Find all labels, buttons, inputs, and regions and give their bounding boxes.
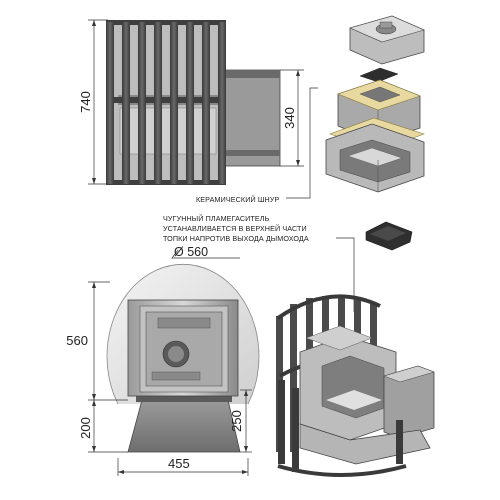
stove-firebox bbox=[119, 107, 217, 155]
diameter-label: Ø 560 bbox=[174, 245, 208, 259]
dim-340: 340 bbox=[280, 69, 304, 167]
dim-250-label: 250 bbox=[229, 410, 244, 432]
flame-arrester-top bbox=[370, 226, 406, 241]
flame-arrester-note: ЧУГУННЫЙ ПЛАМЕГАСИТЕЛЬ УСТАНАВЛИВАЕТСЯ В… bbox=[163, 214, 413, 312]
lower-section bbox=[325, 123, 425, 193]
top-lid bbox=[349, 15, 425, 65]
dim-740-label: 740 bbox=[78, 91, 93, 113]
door-window-inner bbox=[168, 346, 184, 362]
base-top-plate bbox=[136, 394, 232, 402]
front-view: Ø 560 560 200 250 bbox=[66, 245, 260, 476]
dim-200: 200 bbox=[78, 400, 128, 453]
dim-455-label: 455 bbox=[168, 456, 190, 471]
ceramic-cord-label: КЕРАМИЧЕСКИЙ ШНУР bbox=[196, 195, 279, 204]
cutaway-bottom-ring bbox=[277, 464, 407, 477]
bottom-ring bbox=[106, 180, 226, 185]
flame-note-line3: ТОПКИ НАПРОТИВ ВЫХОДА ДЫМОХОДА bbox=[163, 234, 309, 243]
outlet-box-top bbox=[224, 70, 280, 78]
cutaway-top-ring bbox=[276, 294, 381, 320]
dim-200-label: 200 bbox=[78, 417, 93, 439]
flame-note-line1: ЧУГУННЫЙ ПЛАМЕГАСИТЕЛЬ bbox=[163, 214, 270, 223]
dim-740: 740 bbox=[78, 19, 108, 185]
cord-leader bbox=[286, 87, 318, 199]
dim-250: 250 bbox=[229, 389, 252, 453]
flame-leader bbox=[336, 237, 355, 312]
cutaway-outlet-top bbox=[383, 365, 435, 383]
dim-560: 560 bbox=[66, 281, 128, 401]
dim-340-label: 340 bbox=[282, 107, 297, 129]
small-plate bbox=[359, 67, 399, 83]
grill-bars bbox=[106, 22, 226, 184]
cutaway-top-lid bbox=[305, 325, 373, 351]
dim-560-label: 560 bbox=[66, 333, 88, 348]
dim-455: 455 bbox=[117, 456, 249, 476]
mid-ring bbox=[106, 97, 226, 103]
door-logo-plate bbox=[157, 317, 211, 329]
base-stand bbox=[127, 399, 241, 453]
exploded-view bbox=[286, 15, 425, 199]
door-handle-bar bbox=[151, 371, 201, 381]
cutaway-grate bbox=[326, 390, 382, 410]
cutaway-view bbox=[276, 294, 435, 477]
diameter-leader bbox=[171, 249, 240, 259]
outlet-box-band bbox=[224, 150, 280, 156]
side-view: 740 340 bbox=[78, 19, 304, 185]
top-ring bbox=[106, 20, 226, 25]
flame-note-line2: УСТАНАВЛИВАЕТСЯ В ВЕРХНЕЙ ЧАСТИ bbox=[163, 224, 307, 233]
cutaway-front-bars bbox=[278, 380, 403, 472]
